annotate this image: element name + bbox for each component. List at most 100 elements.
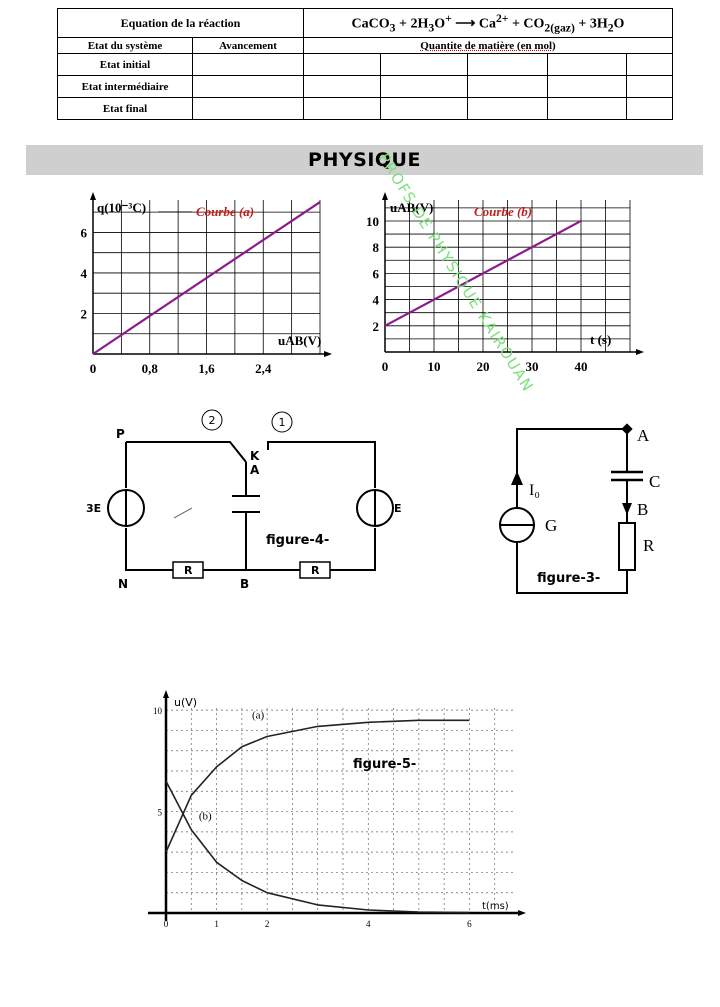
node-R-label: R <box>643 536 655 555</box>
chart-5-x-tick: 6 <box>467 919 472 929</box>
chart-a-xlabel: uAB(V) <box>278 333 321 348</box>
chart-a-x-tick: 2,4 <box>255 361 272 376</box>
chart-b-x-tick: 10 <box>428 359 441 374</box>
resistor-icon <box>618 522 636 571</box>
resistor-right-icon <box>299 561 331 579</box>
chart-a-y-tick: 2 <box>81 306 88 321</box>
chart-a-x-arrow-icon <box>324 351 332 357</box>
node-C-label: C <box>649 472 660 491</box>
node-P-label: P <box>116 427 125 441</box>
chart-a-ylabel: q(10⁻³C) <box>97 200 146 215</box>
chart-b-y-tick: 2 <box>373 319 380 334</box>
chart-b-x-tick: 30 <box>526 359 539 374</box>
chart-a-x-tick: 1,6 <box>198 361 215 376</box>
chart-a-line <box>92 201 321 355</box>
source-left-label: 3E <box>86 502 101 515</box>
node-A-label: A <box>250 463 260 477</box>
cell <box>380 53 468 76</box>
chart-b-y-tick: 4 <box>373 293 380 308</box>
chart-5-ylabel: u(V) <box>174 696 197 709</box>
chart-b-y-tick: 6 <box>373 266 380 281</box>
reaction-equation: CaCO3 + 2H3O+ ⟶ Ca2+ + CO2(gaz) + 3H2O <box>303 8 673 38</box>
figure-4-caption: figure-4- <box>266 533 329 548</box>
current-label: I₀ <box>529 482 540 499</box>
chart-a-x-tick: 0,8 <box>142 361 159 376</box>
chart-b-x-tick: 20 <box>477 359 490 374</box>
cell <box>192 53 304 76</box>
chart-b-line <box>384 219 582 327</box>
cell <box>192 75 304 98</box>
chart-5-series-a-label: (a) <box>252 709 265 721</box>
switch-position-2-icon <box>201 409 223 431</box>
row-initial-state: Etat initial <box>57 53 193 76</box>
pos-1-label: 1 <box>279 416 286 429</box>
chart-b-y-tick: 8 <box>373 240 380 255</box>
node-K-label: K <box>250 449 260 463</box>
chart-5-x-arrow-icon <box>518 910 526 916</box>
cell <box>380 75 468 98</box>
node-N-label: N <box>118 577 128 591</box>
node-G-label: G <box>545 516 557 535</box>
cell <box>467 75 548 98</box>
cell <box>303 53 381 76</box>
cell <box>626 75 673 98</box>
capacitor-icon <box>232 495 260 513</box>
section-title: PHYSIQUE <box>26 145 703 175</box>
figure-4-circuit: 2 1 P N B K A 3E E R R figure-4- <box>86 409 402 591</box>
figure-3-caption: figure-3- <box>537 571 600 586</box>
source-right-icon <box>356 489 394 527</box>
node-A-label: A <box>637 426 650 445</box>
chart-a-y-tick: 6 <box>81 225 88 240</box>
resistor-right-label: R <box>311 564 320 577</box>
chart-b-grid <box>385 200 631 352</box>
chart-5-y-arrow-icon <box>163 690 169 698</box>
chart-5-grid <box>166 708 514 913</box>
chart-5-x-tick: 4 <box>366 919 371 929</box>
switch-position-1-icon <box>271 411 293 433</box>
chart-a-y-arrow-icon <box>90 192 96 200</box>
chart-a: 0 0,8 1,6 2,4 2 4 6 Courbe (a) q(10⁻³C) uAB(V) <box>81 192 332 376</box>
cell <box>547 53 627 76</box>
reaction-table: Equation de la réaction CaCO3 + 2H3O+ ⟶ … <box>57 8 673 120</box>
cell <box>380 97 468 120</box>
chart-a-y-tick: 4 <box>81 266 88 281</box>
cell <box>547 97 627 120</box>
current-arrow-icon <box>511 471 523 485</box>
capacitor-icon <box>611 470 643 482</box>
pos-2-label: 2 <box>209 414 216 427</box>
cell <box>303 75 381 98</box>
node-B-label: B <box>637 500 648 519</box>
cell <box>303 97 381 120</box>
chart-b-ylabel: uAB(V) <box>390 200 433 215</box>
pencil-mark <box>173 507 193 519</box>
col-quantity-header: Quantite de matière (en mol) <box>303 37 673 54</box>
chart-a-x-tick: 0 <box>90 361 97 376</box>
source-right-label: E <box>394 502 402 515</box>
chart-a-title: Courbe (a) <box>196 204 254 219</box>
source-left-icon <box>107 489 145 527</box>
resistor-left-label: R <box>184 564 193 577</box>
down-arrow-icon <box>622 503 632 515</box>
row-intermediate-state: Etat intermédiaire <box>57 75 193 98</box>
chart-b-x-tick: 0 <box>382 359 389 374</box>
col-advance-header: Avancement <box>192 37 304 54</box>
chart-5-title: figure-5- <box>353 757 416 772</box>
chart-5-x-tick: 1 <box>214 919 219 929</box>
cell <box>547 75 627 98</box>
chart-5-x-tick: 2 <box>265 919 270 929</box>
chart-b-x-arrow-icon <box>636 349 644 355</box>
resistor-left-icon <box>172 561 204 579</box>
chart-5-xlabel: t(ms) <box>482 901 509 912</box>
figure-3-circuit: A C B R G I₀ figure-3- <box>499 423 660 594</box>
chart-b-xlabel: t (s) <box>590 332 611 347</box>
col-state-header: Etat du système <box>57 37 193 54</box>
chart-5-series-b <box>165 780 470 914</box>
chart-5-y-tick: 5 <box>158 808 163 818</box>
chart-b-title: Courbe (b) <box>474 204 532 219</box>
cell <box>192 97 304 120</box>
current-generator-icon <box>499 507 535 543</box>
equation-label: Equation de la réaction <box>57 8 304 38</box>
cell <box>467 97 548 120</box>
